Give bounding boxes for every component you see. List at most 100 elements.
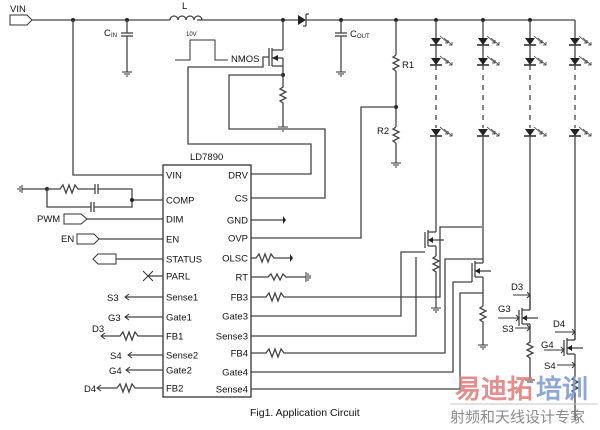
fb3-wire: [251, 226, 482, 303]
ic-name-label: LD7890: [190, 152, 223, 163]
ic-pin-right-olsc: OLSC: [222, 254, 248, 265]
cout-label: C: [350, 29, 357, 40]
parl-no-connect: [142, 270, 163, 282]
drv-wire: [187, 56, 312, 175]
net-label-g3: G3: [108, 313, 121, 324]
rt-wire: [251, 272, 311, 282]
ic-pins-right: DRVCSGNDOVPOLSCRTFB3Gate3Sense3FB4Gate4S…: [216, 171, 249, 396]
gate3-wire: [251, 251, 425, 317]
led-string-4: [569, 20, 592, 340]
vin-port: VIN: [9, 4, 33, 26]
ic-pin-left-gate2: Gate2: [166, 366, 192, 377]
gnd-pin-wire: [251, 216, 286, 224]
net-label-s4: S4: [110, 351, 122, 362]
ld7890-ic: [162, 164, 252, 398]
mosfet-label-s4: S4: [544, 361, 556, 372]
vin-to-ic-wire: [72, 20, 163, 176]
ic-pin-right-rt: RT: [236, 273, 249, 284]
r1-label: R1: [402, 60, 414, 71]
mosfet-label-g3: G3: [498, 304, 511, 315]
cin-label: C: [104, 28, 111, 39]
ic-pin-left-dim: DIM: [166, 215, 184, 226]
comp-network: [17, 183, 163, 212]
watermark-subtitle: 射频和天线设计专家: [450, 408, 585, 426]
led-icon: [570, 129, 580, 136]
ic-pin-left-comp: COMP: [166, 196, 195, 207]
mosfet-label-g4: G4: [541, 340, 554, 351]
r2-label: R2: [377, 126, 389, 137]
ic-pin-left-gate1: Gate1: [166, 313, 192, 324]
ic-pin-right-gnd: GND: [227, 216, 248, 227]
ic-pin-right-sense3: Sense3: [216, 332, 248, 343]
en-port-label: EN: [61, 234, 74, 245]
gate-pulse-waveform: 10V: [175, 32, 228, 61]
led-icon: [525, 129, 535, 136]
ic-pin-right-fb3: FB3: [231, 293, 248, 304]
sense3-wire: [251, 257, 417, 337]
ic-pin-right-ovp: OVP: [228, 234, 248, 245]
led-icon: [570, 38, 580, 45]
nmos-label: NMOS: [231, 54, 260, 65]
led-icon: [431, 58, 441, 65]
watermark-red-text: 易迪拓: [455, 375, 533, 405]
ic-pin-left-sense1: Sense1: [166, 293, 198, 304]
led-icon: [478, 129, 488, 136]
status-port: [92, 253, 163, 265]
led-icon: [570, 58, 580, 65]
ic-pin-right-cs: CS: [235, 194, 248, 205]
figure-caption: Fig1. Application Circuit: [250, 407, 360, 419]
ic-pin-left-fb2: FB2: [166, 384, 183, 395]
net-label-d4: D4: [84, 384, 96, 395]
cout-sub-label: OUT: [357, 34, 370, 40]
mosfet-label-d3: D3: [511, 282, 523, 293]
ic-pin-left-vin: VIN: [166, 171, 182, 182]
pwm-port-label: PWM: [37, 214, 60, 225]
mosfet-label-d4: D4: [553, 319, 565, 330]
left-net-labels: S3 G3 D3 S4 G4 D4: [84, 293, 163, 395]
ic-pin-right-drv: DRV: [228, 171, 249, 182]
net-label-g4: G4: [109, 366, 122, 377]
inductor-label: L: [182, 1, 187, 12]
input-capacitor: C IN: [104, 20, 133, 77]
en-port: EN: [61, 233, 163, 245]
net-label-d3: D3: [92, 324, 104, 335]
led-string-2: [477, 20, 500, 259]
led-icon: [478, 38, 488, 45]
ic-pin-left-en: EN: [166, 235, 179, 246]
mosfet-label-s3: S3: [502, 324, 514, 335]
ic-pin-left-sense2: Sense2: [166, 351, 198, 362]
ovp-divider: R1 R2: [377, 20, 414, 168]
vin-port-label: VIN: [10, 4, 26, 15]
led-string-1: [430, 20, 453, 227]
cin-sub-label: IN: [111, 33, 117, 39]
net-label-s3: S3: [107, 293, 119, 304]
led-icon: [525, 58, 535, 65]
pwm-port: PWM: [37, 213, 163, 225]
led-icon: [431, 129, 441, 136]
sense4-wire: [251, 292, 483, 390]
ic-pin-left-parl: PARL: [166, 272, 190, 283]
string2-mosfet: [471, 259, 491, 350]
ovp-wire: [250, 106, 396, 239]
ic-pins-left: VIN COMP DIM EN STATUS PARL Sense1Gate1FB1Sens…: [166, 171, 202, 395]
olsc-wire: [251, 252, 293, 264]
output-capacitor: C OUT: [335, 20, 370, 77]
led-strings: [430, 20, 592, 340]
string3-mosfet: D3 G3 S3: [498, 282, 538, 383]
ic-pin-right-gate4: Gate4: [222, 368, 248, 379]
gate-pulse-label: 10V: [186, 32, 197, 38]
watermark-blue-text: 培训: [536, 375, 588, 405]
ic-pin-right-gate3: Gate3: [222, 312, 248, 323]
gate4-wire: [251, 281, 472, 373]
inductor: L: [169, 1, 203, 21]
string4-mosfet: D4 G4 S4: [541, 319, 583, 420]
ic-pin-right-sense4: Sense4: [216, 385, 248, 396]
fb4-wire: [251, 258, 483, 359]
string1-mosfet: [424, 227, 444, 313]
led-icon: [431, 38, 441, 45]
ic-pin-left-fb1: FB1: [166, 332, 183, 343]
cs-wire: [228, 74, 326, 199]
ic-pin-left-status: STATUS: [166, 255, 202, 266]
led-string-3: [524, 20, 547, 310]
